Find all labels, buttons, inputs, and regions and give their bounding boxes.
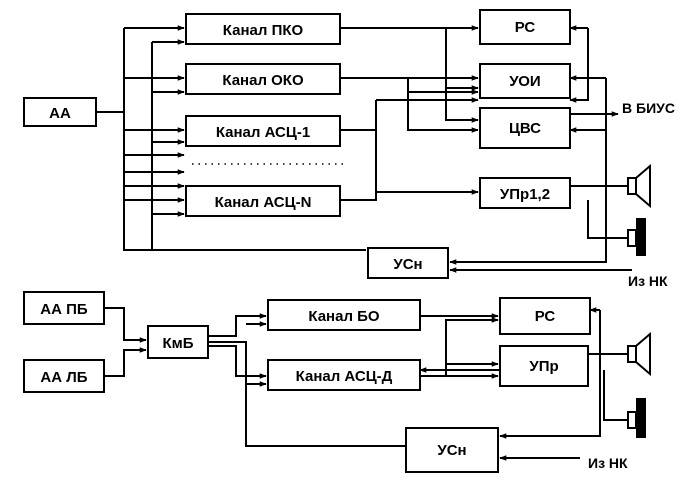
top-connections — [96, 25, 632, 273]
channel-ascn-label: Канал АСЦ-N — [215, 194, 312, 211]
rs-label: РС — [515, 19, 536, 36]
uoi-block — [479, 63, 571, 99]
usn-label: УСн — [393, 256, 422, 273]
cvs-block — [479, 107, 571, 149]
upr-bottom-block — [499, 345, 589, 387]
aa-lb-block — [23, 359, 105, 393]
aa-pb-block — [23, 291, 105, 325]
aa-block — [23, 97, 97, 127]
cvs-label: ЦВС — [509, 120, 541, 137]
headphones-icon — [627, 218, 646, 256]
rs-bottom-block — [499, 297, 591, 335]
upr12-label: УПр1,2 — [500, 186, 550, 203]
usn-bottom-label: УСн — [437, 442, 466, 459]
channel-ascd-label: Канал АСЦ-Д — [296, 368, 393, 385]
channel-pko-label: Канал ПКО — [223, 22, 304, 39]
channel-pko-block — [185, 13, 341, 45]
channel-ascn-block — [185, 185, 341, 217]
headphones-bottom-icon — [627, 398, 646, 438]
to-bius-label: В БИУС — [622, 100, 675, 116]
channel-bo-label: Канал БО — [308, 308, 380, 325]
rs-bottom-label: РС — [535, 308, 556, 325]
uoi-label: УОИ — [509, 73, 540, 90]
aa-pb-label: АА ПБ — [40, 301, 88, 318]
channel-bo-block — [267, 299, 421, 331]
usn-block — [367, 247, 449, 279]
upr12-block — [479, 177, 571, 209]
bottom-diagram: АА ПБ АА ЛБ КмБ Канал БО Канал АСЦ-Д РС … — [23, 291, 651, 473]
from-nk-label-top: Из НК — [628, 273, 668, 289]
kmb-label: КмБ — [162, 335, 193, 352]
speaker-icon — [627, 163, 651, 209]
kmb-block — [147, 325, 209, 359]
channel-ascd-block — [267, 359, 421, 391]
channel-asc1-label: Канал АСЦ-1 — [216, 124, 310, 141]
aa-lb-label: АА ЛБ — [40, 369, 87, 386]
speaker-bottom-icon — [627, 331, 651, 377]
from-nk-label-bottom: Из НК — [588, 455, 628, 471]
usn-bottom-block — [405, 427, 499, 473]
top-diagram: АА Канал ПКО Канал ОКО Канал АСЦ-1 Канал… — [23, 9, 675, 289]
aa-label: АА — [49, 105, 71, 122]
rs-block — [479, 9, 571, 45]
upr-bottom-label: УПр — [529, 358, 558, 375]
channel-oko-block — [185, 63, 341, 95]
channel-asc1-block — [185, 115, 341, 147]
channel-oko-label: Канал ОКО — [222, 72, 304, 89]
